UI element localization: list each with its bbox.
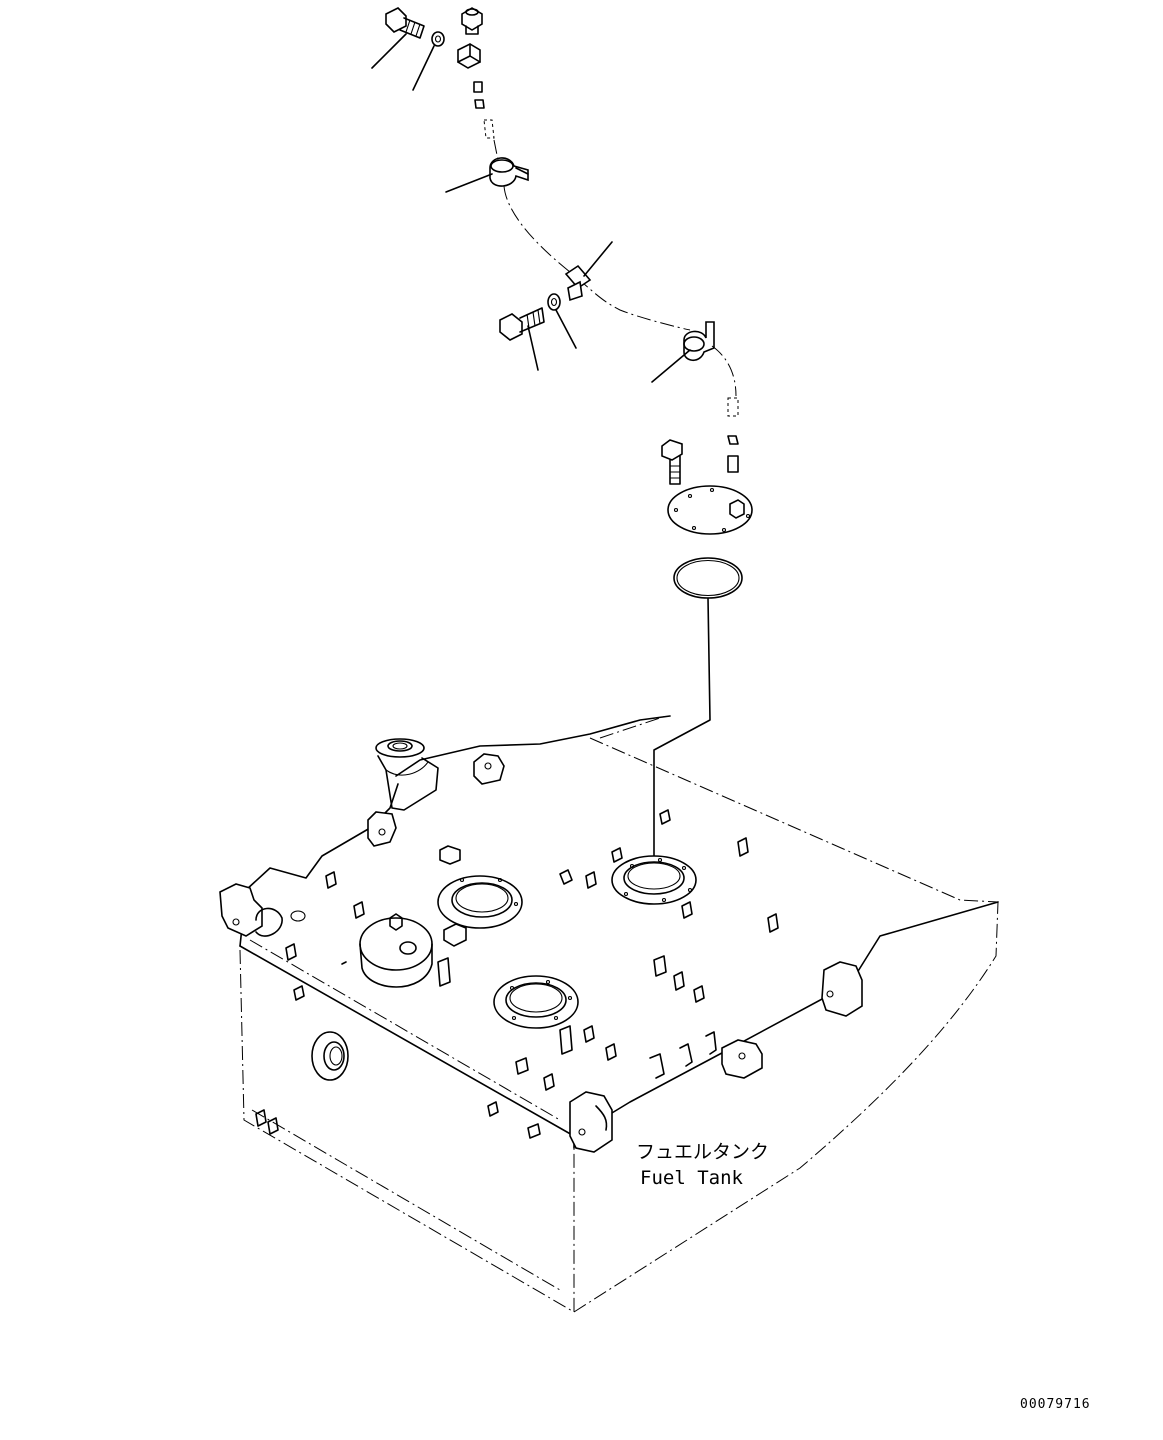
leader-line-lower-clamp bbox=[651, 349, 691, 383]
tank-label-english: Fuel Tank bbox=[640, 1167, 744, 1189]
sender-port-flange bbox=[611, 855, 697, 905]
filler-neck bbox=[375, 738, 439, 811]
assembly-reference-line bbox=[653, 597, 711, 861]
sensor-hose-fitting-lower bbox=[727, 397, 739, 473]
top-bolt bbox=[385, 7, 425, 39]
middle-washer bbox=[547, 293, 561, 311]
sensor-wire-upper bbox=[493, 139, 691, 331]
tank-boss bbox=[359, 913, 433, 988]
tank-port-flange-upper bbox=[437, 875, 523, 947]
tank-port-flange-lower bbox=[493, 975, 579, 1029]
drawing-code: 00079716 bbox=[1020, 1397, 1091, 1412]
leader-line-middle-washer bbox=[555, 309, 577, 349]
pressure-sensor bbox=[461, 7, 483, 35]
leader-line-upper-clamp bbox=[445, 173, 493, 193]
tank-studs bbox=[255, 809, 779, 1139]
sender-cover-plate bbox=[667, 485, 753, 535]
upper-hose-clamp bbox=[489, 157, 529, 187]
leader-line-top-bolt bbox=[371, 33, 407, 69]
fuel-tank bbox=[219, 715, 999, 1313]
middle-bolt bbox=[499, 307, 545, 341]
leader-line-top-washer bbox=[412, 45, 435, 91]
cover-bolt bbox=[661, 439, 683, 485]
middle-wire-clip bbox=[564, 264, 592, 302]
top-connector-block bbox=[457, 43, 481, 69]
tank-label-japanese: フュエルタンク bbox=[636, 1141, 769, 1163]
sensor-hose-fitting-upper bbox=[473, 81, 495, 139]
top-washer bbox=[431, 31, 445, 47]
sensor-wire-lower bbox=[711, 345, 737, 397]
tank-side-port bbox=[311, 1031, 349, 1081]
leader-line-middle-bolt bbox=[527, 325, 539, 371]
lower-hose-clamp bbox=[683, 321, 715, 362]
leader-line-middle-clip bbox=[583, 241, 613, 277]
cover-o-ring bbox=[673, 557, 743, 599]
